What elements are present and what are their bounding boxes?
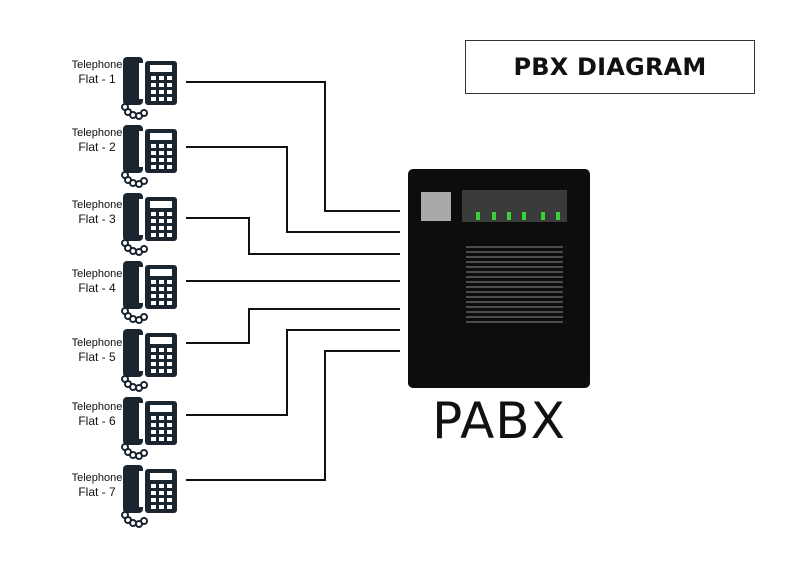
status-leds: [476, 212, 560, 220]
phone-label-flat-5: Telephone Flat - 5: [67, 336, 127, 364]
wire-flat-6: [186, 329, 400, 416]
led: [522, 212, 526, 220]
phone-label-flat-1: Telephone Flat - 1: [67, 58, 127, 86]
wire-flat-1: [186, 81, 400, 212]
phone-icon: [121, 124, 178, 188]
diagram-title: PBX DIAGRAM: [513, 53, 707, 81]
phone-label-line1: Telephone: [71, 268, 123, 280]
phone-label-line1: Telephone: [71, 401, 123, 413]
wire-flat-3: [186, 217, 400, 255]
phone-label-line2: Flat - 5: [78, 350, 116, 364]
title-box: PBX DIAGRAM: [465, 40, 755, 94]
phone-label-flat-3: Telephone Flat - 3: [67, 198, 127, 226]
phone-label-flat-4: Telephone Flat - 4: [67, 267, 127, 295]
phone-label-line2: Flat - 3: [78, 212, 116, 226]
phone-label-line1: Telephone: [71, 199, 123, 211]
led: [541, 212, 545, 220]
pabx-label: PABX: [432, 392, 566, 450]
led: [492, 212, 496, 220]
led: [476, 212, 480, 220]
phone-label-line1: Telephone: [71, 59, 123, 71]
phone-icon: [121, 192, 178, 256]
phone-icon: [121, 396, 178, 460]
phone-label-line1: Telephone: [71, 337, 123, 349]
phone-label-line2: Flat - 6: [78, 414, 116, 428]
phone-icon: [121, 464, 178, 528]
pabx-unit: [408, 169, 590, 388]
wires: [186, 81, 400, 481]
phone-label-line2: Flat - 2: [78, 140, 116, 154]
phone-label-line2: Flat - 1: [78, 72, 116, 86]
phone-icon: [121, 328, 178, 392]
wire-flat-7: [186, 350, 400, 481]
led: [556, 212, 560, 220]
led: [507, 212, 511, 220]
phone-icon: [121, 260, 178, 324]
status-indicator: [421, 192, 451, 221]
phone-label-flat-7: Telephone Flat - 7: [67, 471, 127, 499]
wire-flat-2: [186, 146, 400, 233]
phone-label-line1: Telephone: [71, 472, 123, 484]
phone-label-flat-2: Telephone Flat - 2: [67, 126, 127, 154]
wire-flat-5: [186, 308, 400, 344]
phone-label-flat-6: Telephone Flat - 6: [67, 400, 127, 428]
vent-grille: [466, 246, 563, 323]
phone-label-line2: Flat - 7: [78, 485, 116, 499]
telephones: [121, 56, 178, 528]
pabx-body: [408, 169, 590, 388]
phone-label-line2: Flat - 4: [78, 281, 116, 295]
phone-label-line1: Telephone: [71, 127, 123, 139]
phone-icon: [121, 56, 178, 120]
